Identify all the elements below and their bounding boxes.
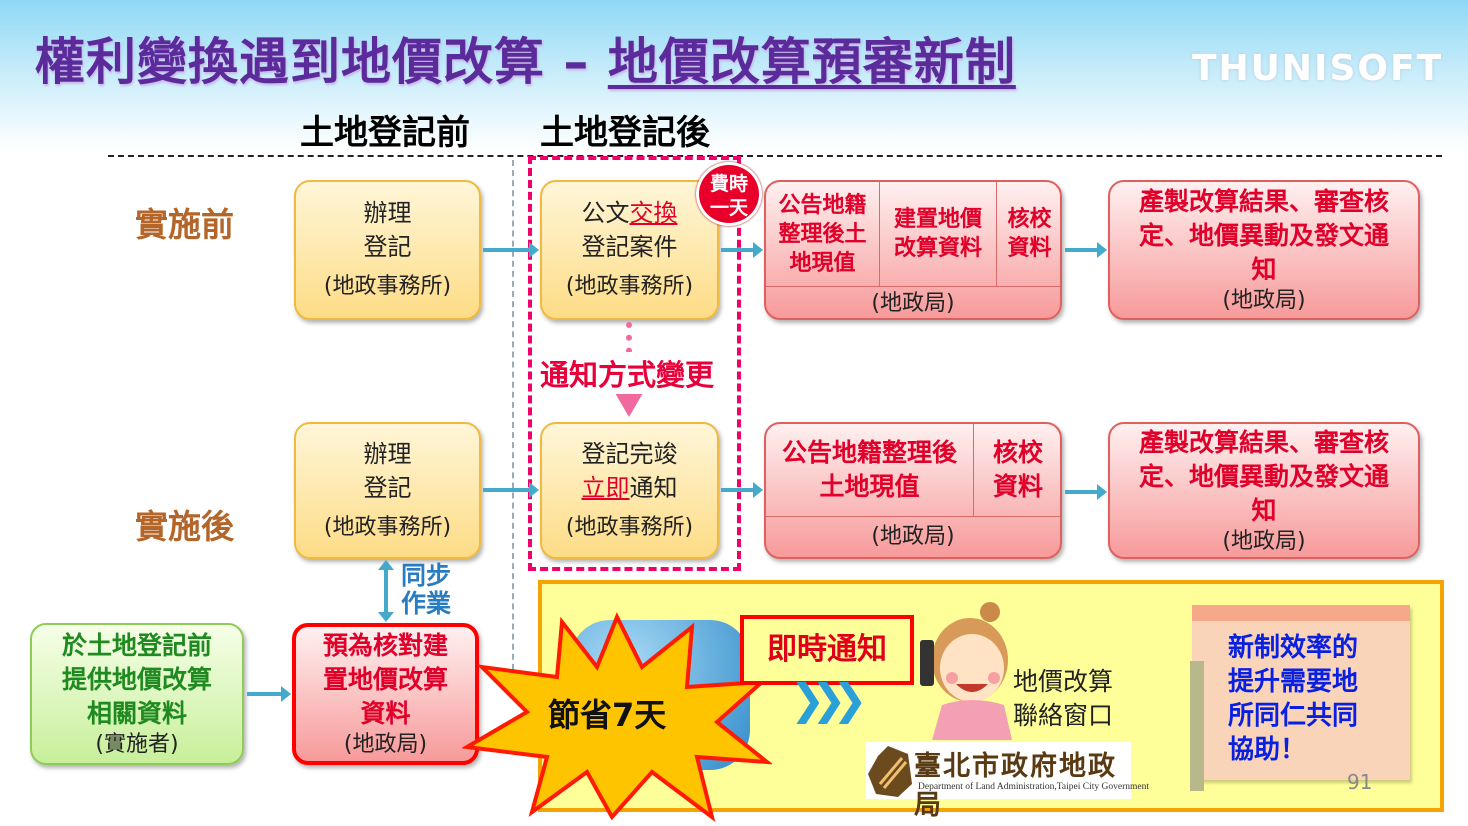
arrow — [247, 686, 291, 702]
sync-label: 同步作業 — [401, 562, 451, 618]
sticky-note: 新制效率的提升需要地所同仁共同協助！ — [1190, 605, 1410, 791]
starburst-icon — [462, 612, 772, 822]
implementer-label: (實施者) — [95, 732, 179, 757]
text: 登記完竣 — [581, 439, 678, 468]
divider-line — [108, 155, 1442, 157]
result-box: 產製改算結果、審查核定、地價異動及發文通知 (地政局) — [1108, 180, 1420, 320]
column-after: 土地登記後 — [540, 113, 710, 153]
implementer-box: 於土地登記前提供地價改算相關資料 (實施者) — [30, 623, 244, 765]
text: 公文 — [581, 199, 630, 227]
arrow — [1065, 242, 1107, 258]
text: 同步 — [401, 561, 452, 590]
sync-arrow-icon — [384, 566, 388, 616]
result-box: 產製改算結果、審查核定、地價異動及發文通知 (地政局) — [1108, 422, 1420, 559]
text: 地價改算 — [1013, 667, 1114, 696]
office-label: (地政事務所) — [565, 514, 694, 540]
org-name: 臺北市政府地政局 — [914, 751, 1117, 821]
text: 產製改算結果、審查核定、地價異動及發文通知 — [1138, 187, 1389, 284]
thunisoft-logo: THUNISOFT — [1192, 48, 1444, 89]
title-main: 權利變換遇到地價改算 – — [35, 33, 608, 91]
land-bureau-box: 公告地籍整理後土地現值 核校資料 (地政局) — [764, 422, 1062, 559]
office-label: (地政局) — [1222, 528, 1306, 554]
office-label: (地政局) — [343, 732, 428, 757]
text: 通知 — [629, 473, 678, 502]
taipei-land-bureau-logo: 臺北市政府地政局 Department of Land Administrati… — [866, 742, 1149, 821]
time-divider — [512, 160, 514, 690]
contact-label: 地價改算聯絡窗口 — [1013, 665, 1113, 733]
taipei-map-emblem-icon — [868, 746, 912, 797]
office-label: (地政局) — [766, 516, 1060, 557]
arrow — [483, 482, 539, 498]
note-fold — [1190, 661, 1204, 791]
text: 登記 — [363, 233, 412, 261]
row-label-before: 實施前 — [135, 205, 234, 244]
down-arrow-icon — [615, 393, 643, 417]
text: 產製改算結果、審查核定、地價異動及發文通知 — [1138, 427, 1389, 525]
row-label-after: 實施後 — [135, 507, 234, 546]
text: 核校資料 — [992, 438, 1043, 501]
text: 於土地登記前提供地價改算相關資料 — [61, 631, 212, 728]
text: 登記 — [363, 473, 412, 502]
text-highlight: 立即 — [581, 473, 630, 502]
text: 一天 — [709, 197, 748, 219]
office-label: (地政事務所) — [323, 274, 452, 299]
text: 辦理 — [363, 199, 412, 227]
office-label: (地政局) — [766, 286, 1060, 321]
time-badge: 費時一天 — [696, 162, 762, 226]
completion-box: 登記完竣 立即通知 (地政事務所) — [540, 422, 719, 559]
text: 建置地價改算資料 — [880, 182, 997, 286]
arrow-head — [378, 560, 394, 570]
highlight-frame — [528, 156, 741, 571]
text: 聯絡窗口 — [1013, 701, 1114, 730]
office-label: (地政局) — [1222, 288, 1306, 313]
chevron-right-icon: ❯❯❯ — [790, 675, 867, 724]
text: 預為核對建置地價改算資料 — [322, 631, 448, 728]
office-label: (地政事務所) — [323, 514, 452, 540]
column-before: 土地登記前 — [300, 113, 470, 153]
text: 公告地籍整理後土地現值 — [766, 424, 974, 516]
arrow — [721, 482, 763, 498]
pre-check-box: 預為核對建置地價改算資料 (地政局) — [292, 623, 479, 765]
text-highlight: 交換 — [629, 199, 678, 227]
text: 公告地籍整理後土地現值 — [766, 182, 880, 286]
text: 費時 — [709, 173, 748, 195]
change-label: 通知方式變更 — [540, 352, 715, 394]
arrow-head — [378, 612, 394, 622]
land-bureau-box: 公告地籍整理後土地現值 建置地價改算資料 核校資料 (地政局) — [764, 180, 1062, 320]
burst-label: 節省7天 — [548, 696, 667, 734]
org-english-name: Department of Land Administration,Taipei… — [918, 782, 1149, 792]
arrow — [1065, 484, 1107, 500]
arrow — [721, 242, 763, 258]
document-exchange-box: 公文交換 登記案件 (地政事務所) — [540, 180, 719, 320]
text: 作業 — [401, 589, 452, 618]
note-text: 新制效率的提升需要地所同仁共同協助！ — [1228, 633, 1359, 765]
text: 辦理 — [363, 439, 412, 468]
register-box: 辦理登記 (地政事務所) — [294, 422, 481, 559]
text: 核校資料 — [1007, 207, 1052, 261]
office-label: (地政事務所) — [565, 274, 694, 299]
register-box: 辦理登記 (地政事務所) — [294, 180, 481, 320]
instant-notice-label: 即時通知 — [740, 615, 914, 685]
page-number: 91 — [1347, 770, 1373, 794]
woman-phone-icon — [920, 602, 1012, 740]
page-title: 權利變換遇到地價改算 – 地價改算預審新制 — [35, 22, 1016, 94]
text: 登記案件 — [581, 233, 678, 261]
arrow — [483, 242, 539, 258]
sky-banner — [0, 0, 1468, 150]
title-sub: 地價改算預審新制 — [607, 33, 1016, 91]
